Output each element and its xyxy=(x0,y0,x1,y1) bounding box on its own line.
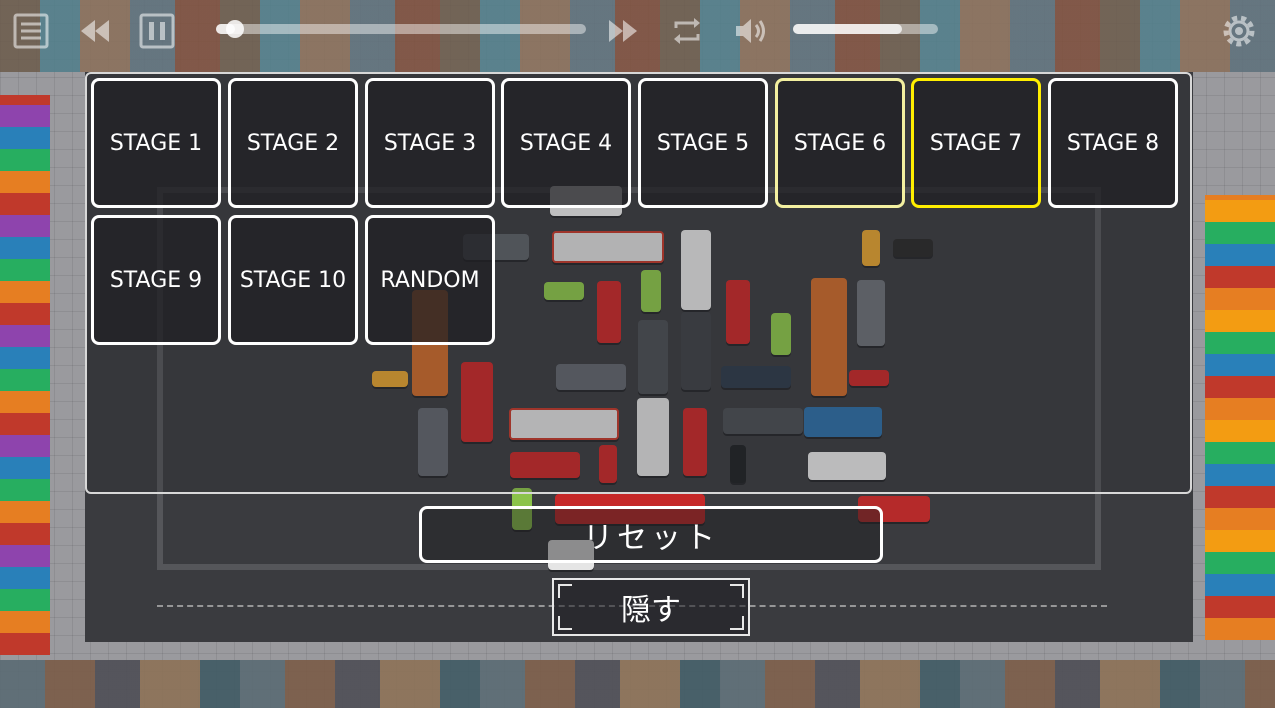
vehicle xyxy=(544,282,584,300)
progress-fill xyxy=(216,24,235,34)
vehicle xyxy=(418,408,448,476)
progress-knob[interactable] xyxy=(225,20,244,38)
buildings-top xyxy=(0,0,1275,72)
buildings-bottom xyxy=(0,660,1275,708)
stage-2-button[interactable]: STAGE 2 xyxy=(228,78,358,208)
vehicle xyxy=(683,408,707,476)
stage-9-button[interactable]: STAGE 9 xyxy=(91,215,221,345)
vehicle xyxy=(641,270,661,312)
pause-icon[interactable] xyxy=(138,12,176,50)
corner-ornament xyxy=(558,584,572,598)
vehicle xyxy=(509,408,619,440)
vehicle xyxy=(857,280,885,346)
progress-slider[interactable] xyxy=(216,20,586,38)
vehicle xyxy=(512,488,532,530)
reset-button[interactable]: リセット xyxy=(419,506,883,563)
vehicle xyxy=(811,278,847,396)
vehicle xyxy=(599,445,617,483)
vehicle xyxy=(637,398,669,476)
stage-4-button[interactable]: STAGE 4 xyxy=(501,78,631,208)
hide-button-label: 隠す xyxy=(621,593,681,628)
vehicle xyxy=(726,280,750,344)
volume-slider[interactable] xyxy=(793,24,938,34)
vehicle xyxy=(858,496,930,522)
vehicle xyxy=(510,452,580,478)
corner-ornament xyxy=(558,616,572,630)
stage-8-button[interactable]: STAGE 8 xyxy=(1048,78,1178,208)
vehicle xyxy=(548,540,594,570)
buildings-left xyxy=(0,95,50,655)
stage-10-button[interactable]: STAGE 10 xyxy=(228,215,358,345)
vehicle xyxy=(597,281,621,343)
vehicle xyxy=(723,408,803,434)
rewind-icon[interactable] xyxy=(76,12,114,50)
vehicle xyxy=(808,452,886,480)
vehicle xyxy=(862,230,880,266)
vehicle xyxy=(893,239,933,257)
stage-6-button[interactable]: STAGE 6 xyxy=(775,78,905,208)
vehicle xyxy=(556,364,626,390)
vehicle xyxy=(681,230,711,310)
vehicle xyxy=(730,445,746,483)
stage-1-button[interactable]: STAGE 1 xyxy=(91,78,221,208)
gear-icon[interactable] xyxy=(1220,12,1258,50)
stage-7-button[interactable]: STAGE 7 xyxy=(911,78,1041,208)
vehicle xyxy=(721,366,791,388)
random-stage-button[interactable]: RANDOM xyxy=(365,215,495,345)
corner-ornament xyxy=(730,616,744,630)
vehicle xyxy=(552,231,664,263)
volume-fill xyxy=(793,24,902,34)
fast-forward-icon[interactable] xyxy=(604,12,642,50)
menu-icon[interactable] xyxy=(12,12,50,50)
vehicle xyxy=(555,494,705,524)
vehicle xyxy=(638,320,668,394)
stage-5-button[interactable]: STAGE 5 xyxy=(638,78,768,208)
vehicle xyxy=(771,313,791,355)
volume-icon[interactable] xyxy=(732,12,770,50)
vehicle xyxy=(372,371,408,387)
repeat-icon[interactable] xyxy=(668,12,706,50)
stage-3-button[interactable]: STAGE 3 xyxy=(365,78,495,208)
hide-button[interactable]: 隠す xyxy=(552,578,750,636)
vehicle xyxy=(461,362,493,442)
corner-ornament xyxy=(730,584,744,598)
vehicle xyxy=(804,407,882,437)
vehicle xyxy=(849,370,889,386)
vehicle xyxy=(681,312,711,390)
buildings-right xyxy=(1205,195,1275,640)
top-toolbar xyxy=(0,0,1275,60)
